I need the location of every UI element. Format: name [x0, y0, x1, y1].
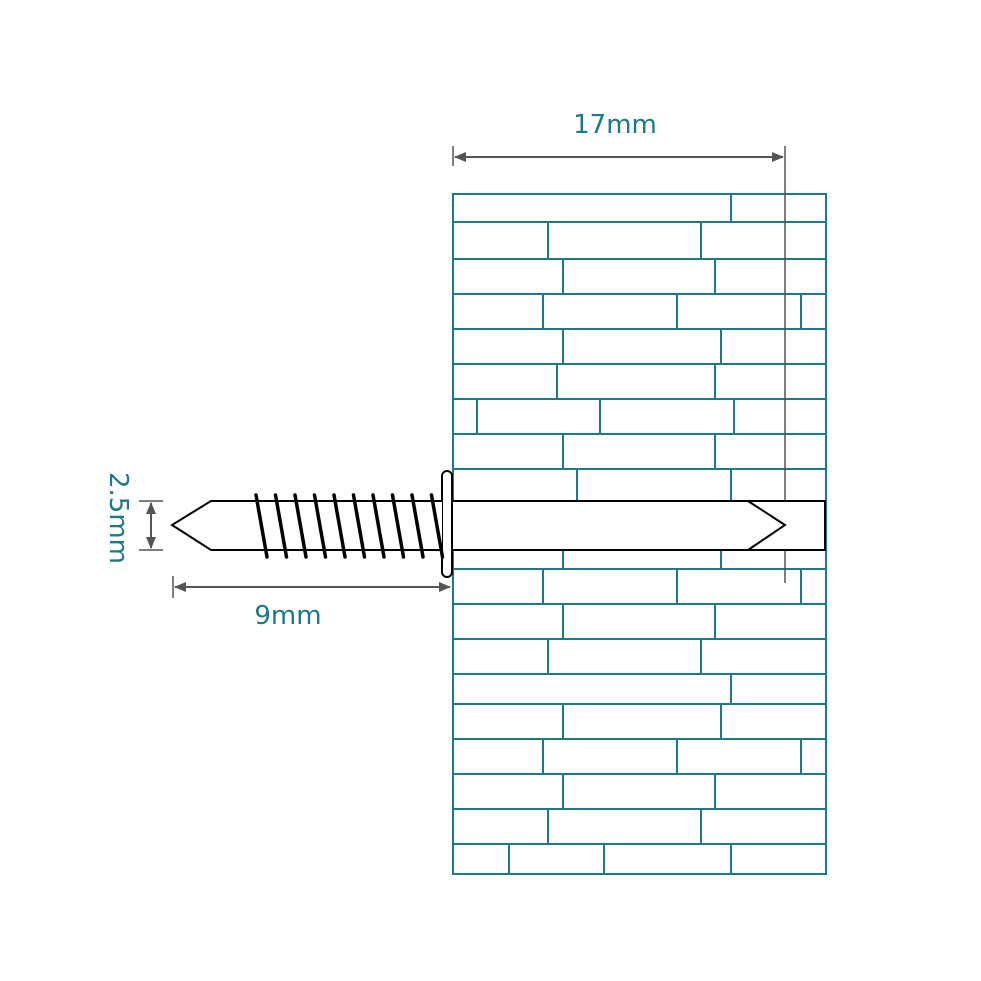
brick-wall	[452, 193, 827, 875]
dimension-bottom-label: 9mm	[254, 601, 321, 631]
thread-turn	[390, 493, 406, 559]
dimension-top-label: 17mm	[573, 110, 657, 140]
thread-turn	[293, 493, 308, 559]
thread-turn	[273, 493, 289, 559]
nail-shank	[443, 500, 826, 551]
thread-turn	[312, 493, 328, 559]
thread-turn	[410, 493, 425, 559]
thread-turn	[351, 493, 367, 559]
thread-turn	[332, 493, 347, 559]
dimension-bottom: 9mm	[172, 576, 451, 631]
nail	[170, 470, 826, 578]
nail-inner-tip	[747, 500, 787, 551]
thread-turn	[429, 493, 445, 559]
dimension-diameter: 2.5mm	[103, 472, 163, 564]
dimension-diameter-label: 2.5mm	[103, 472, 133, 564]
nail-thread	[254, 493, 445, 559]
thread-turn	[254, 493, 269, 559]
nail-collar	[441, 470, 453, 578]
thread-turn	[371, 493, 386, 559]
